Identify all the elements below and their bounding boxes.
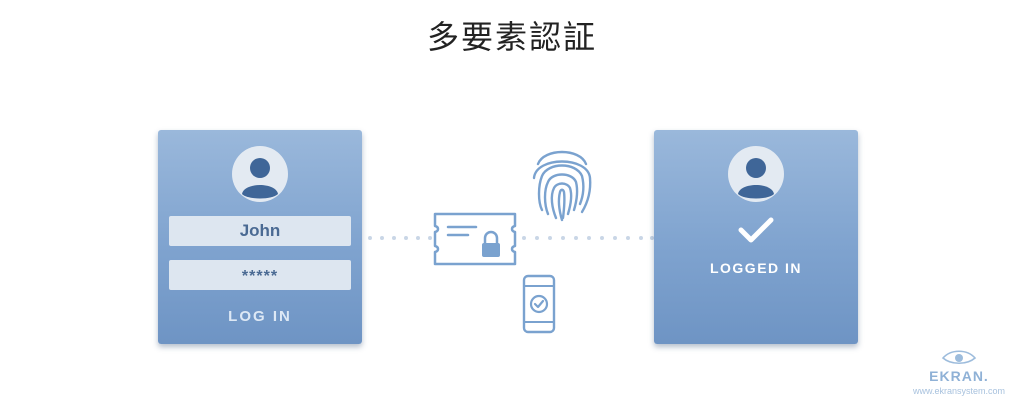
page-title: 多要素認証 <box>426 18 597 56</box>
logged-in-card: LOGGED IN <box>654 130 858 344</box>
login-button[interactable]: LOG IN <box>228 308 292 325</box>
logo-url: www.ekransystem.com <box>912 386 1006 396</box>
password-field[interactable]: ***** <box>169 260 351 290</box>
login-card: John ***** LOG IN <box>158 130 362 344</box>
username-field[interactable]: John <box>169 216 351 246</box>
ticket-lock-icon <box>433 212 517 266</box>
ekran-logo: EKRAN. www.ekransystem.com <box>900 350 1018 396</box>
fingerprint-icon <box>532 150 592 222</box>
connector-dots-right <box>522 236 654 240</box>
eye-logo-icon <box>941 350 977 365</box>
checkmark-icon <box>738 217 774 243</box>
logged-in-status: LOGGED IN <box>709 260 803 276</box>
user-avatar-icon <box>728 146 784 202</box>
logo-brand: EKRAN. <box>929 368 989 384</box>
phone-check-icon <box>522 274 556 334</box>
connector-dots-left <box>368 236 432 240</box>
user-avatar-icon <box>232 146 288 202</box>
